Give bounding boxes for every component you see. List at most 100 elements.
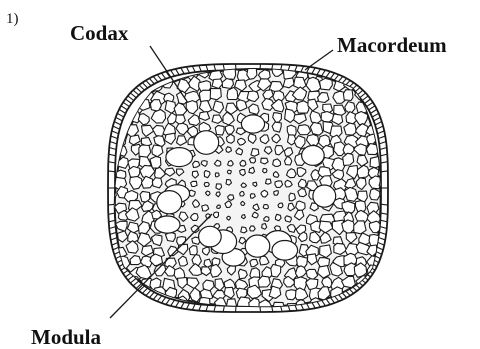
parenchyma-cell [287, 125, 296, 136]
parenchyma-cell [102, 288, 115, 301]
parenchyma-cell [228, 195, 234, 201]
parenchyma-cell [226, 147, 232, 153]
parenchyma-cell [357, 68, 370, 80]
parenchyma-cell [319, 135, 331, 147]
parenchyma-cell [250, 158, 256, 163]
parenchyma-cell [355, 201, 365, 212]
parenchyma-cell [152, 178, 162, 188]
parenchyma-cell [202, 205, 209, 211]
large-parenchyma-cell [302, 146, 325, 166]
parenchyma-cell [247, 91, 259, 102]
parenchyma-cell [345, 187, 358, 201]
parenchyma-cell [296, 201, 306, 211]
large-parenchyma-cell [245, 235, 270, 257]
label-macordeum: Macordeum [337, 35, 447, 56]
parenchyma-cell [264, 217, 269, 222]
parenchyma-cell [199, 112, 210, 121]
large-parenchyma-cell [157, 191, 182, 214]
parenchyma-cell [343, 90, 353, 101]
parenchyma-cell [113, 289, 125, 301]
parenchyma-cell [298, 189, 307, 197]
parenchyma-cell [103, 104, 112, 114]
parenchyma-cell [382, 277, 395, 286]
parenchyma-cell [345, 298, 360, 311]
parenchyma-cell [378, 82, 391, 94]
parenchyma-cell [127, 299, 139, 311]
parenchyma-cell [263, 205, 268, 209]
parenchyma-cell [241, 227, 247, 233]
parenchyma-cell [106, 268, 116, 280]
parenchyma-cell [210, 89, 221, 100]
parenchyma-cell [285, 216, 292, 222]
parenchyma-cell [266, 179, 272, 184]
parenchyma-cell [228, 161, 234, 166]
parenchyma-cell [240, 191, 245, 196]
parenchyma-cell [114, 79, 127, 91]
large-parenchyma-cell [199, 226, 222, 247]
parenchyma-cell [140, 191, 150, 202]
parenchyma-cell [238, 269, 247, 279]
parenchyma-cell [378, 68, 390, 78]
parenchyma-cell [355, 298, 370, 312]
parenchyma-cell [225, 125, 234, 134]
parenchyma-cell [241, 215, 245, 219]
parenchyma-cell [102, 298, 114, 308]
parenchyma-cell [227, 170, 231, 174]
parenchyma-cell [105, 70, 116, 81]
parenchyma-cell [215, 173, 219, 177]
parenchyma-cell [377, 290, 390, 302]
large-parenchyma-cell [241, 115, 264, 133]
parenchyma-cell [298, 125, 311, 135]
parenchyma-cell [378, 89, 392, 102]
parenchyma-cell [378, 297, 390, 307]
macordeum-leader-line [305, 50, 333, 70]
parenchyma-cell [241, 201, 245, 205]
parenchyma-cell [263, 169, 267, 173]
parenchyma-cell [227, 216, 231, 220]
parenchyma-cell [213, 212, 218, 218]
parenchyma-cell [250, 226, 256, 231]
parenchyma-cell [115, 300, 127, 312]
parenchyma-cell [289, 193, 295, 201]
large-parenchyma-cell [313, 185, 336, 207]
parenchyma-cell [102, 112, 114, 127]
large-parenchyma-cell [166, 148, 193, 167]
parenchyma-cell [217, 205, 221, 208]
parenchyma-cell [106, 277, 119, 289]
parenchyma-cell [368, 68, 378, 79]
parenchyma-cell [310, 122, 323, 135]
parenchyma-cell [297, 101, 310, 113]
parenchyma-cell [226, 179, 232, 185]
parenchyma-cell [272, 122, 281, 132]
large-parenchyma-cell [272, 241, 298, 261]
parenchyma-cell [275, 181, 283, 188]
label-modula: Modula [31, 327, 101, 348]
large-parenchyma-cell [194, 131, 219, 155]
parenchyma-cell [191, 181, 197, 186]
parenchyma-cell [278, 203, 283, 208]
parenchyma-cell [262, 224, 267, 230]
parenchyma-cell [206, 191, 211, 196]
parenchyma-cell [368, 286, 379, 297]
label-codax: Codax [70, 23, 128, 44]
parenchyma-cell [368, 298, 380, 309]
parenchyma-cell [382, 267, 393, 279]
parenchyma-cell [104, 79, 117, 90]
parenchyma-cell [128, 69, 142, 80]
parenchyma-cell [114, 69, 128, 78]
parenchyma-cell [215, 125, 224, 135]
parenchyma-cell [320, 78, 333, 90]
parenchyma-cell [189, 246, 197, 256]
parenchyma-cell [274, 191, 279, 196]
parenchyma-cell [216, 184, 222, 190]
parenchyma-cell [275, 214, 281, 220]
parenchyma-cell [367, 77, 380, 89]
parenchyma-cell [102, 90, 114, 105]
question-number: 1) [6, 12, 19, 27]
parenchyma-cell [380, 102, 395, 116]
parenchyma-cell [261, 190, 268, 197]
parenchyma-cell [251, 149, 259, 157]
parenchyma-cell [142, 300, 155, 313]
large-parenchyma-cell [155, 216, 180, 233]
parenchyma-cell [204, 182, 209, 186]
